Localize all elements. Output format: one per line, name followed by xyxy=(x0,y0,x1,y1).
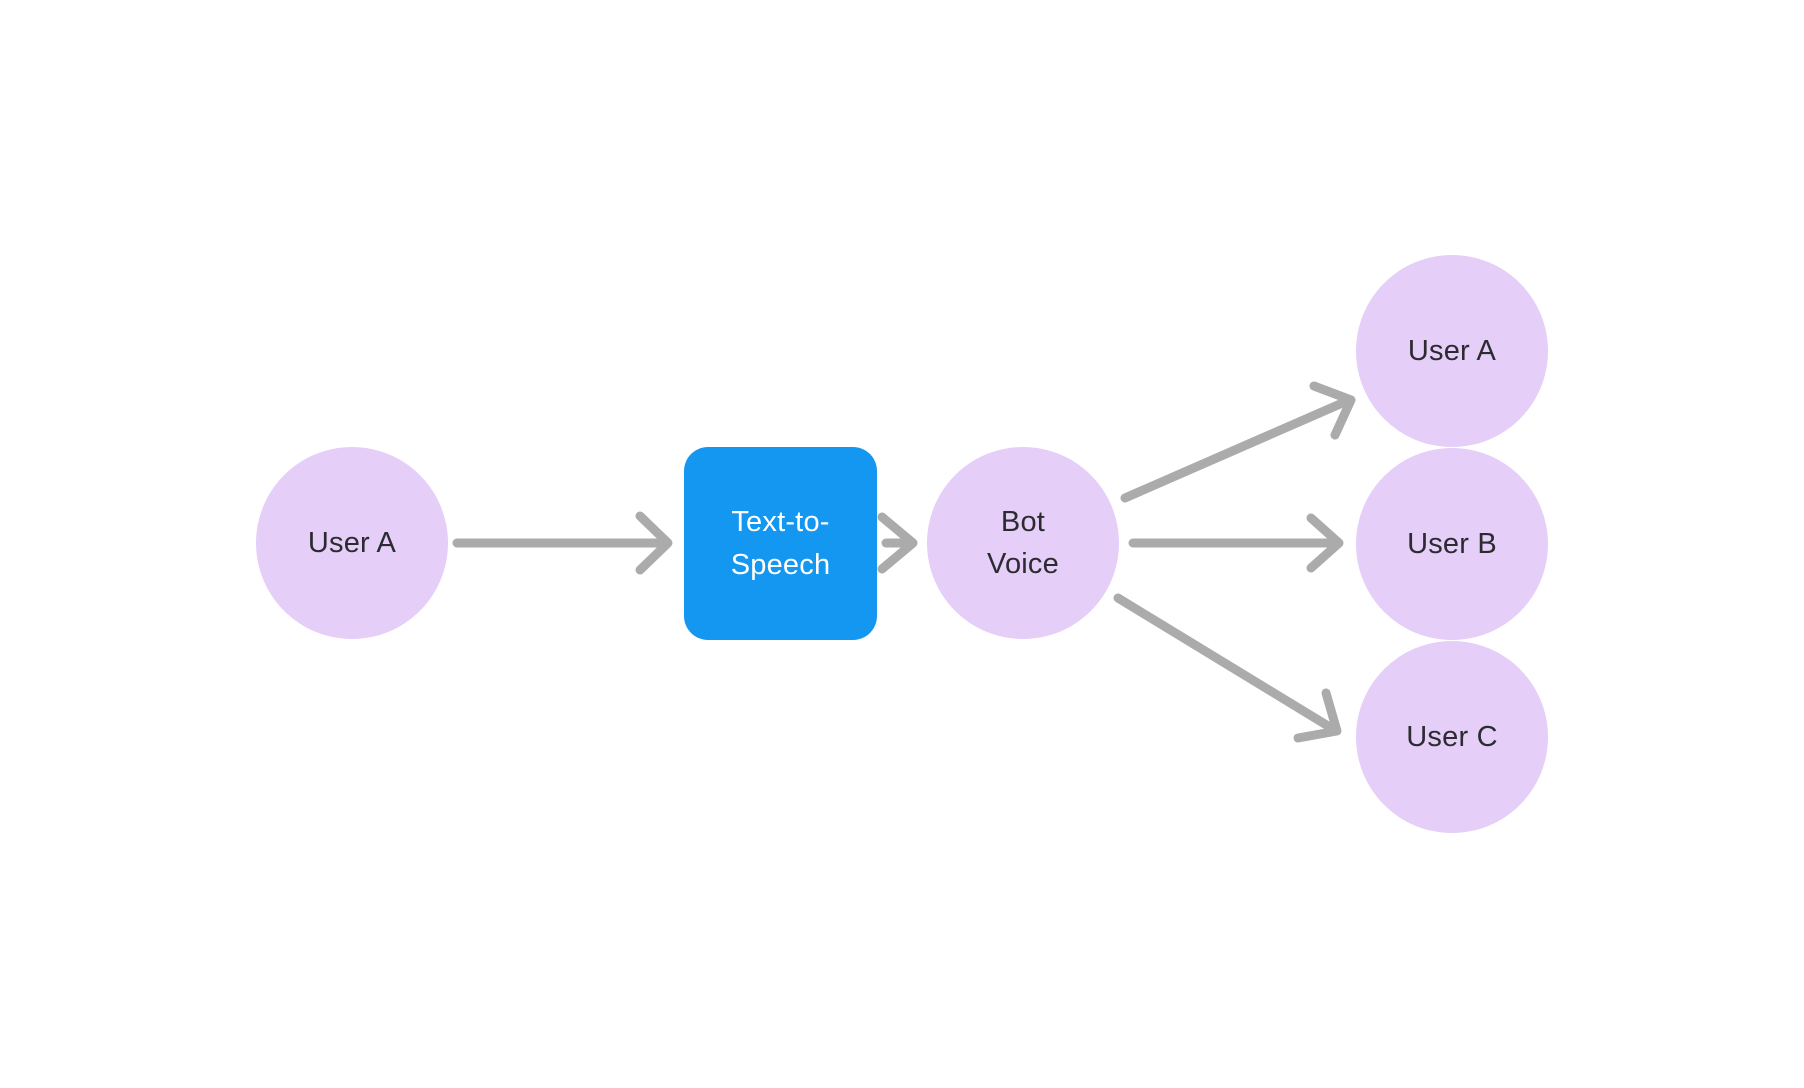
node-target-user-b: User B xyxy=(1356,448,1548,640)
node-text-to-speech-label-line2: Speech xyxy=(730,548,831,581)
node-target-user-b-label: User B xyxy=(1407,527,1497,560)
arrow-tts-to-botvoice xyxy=(877,512,918,574)
node-text-to-speech-label-line1: Text-to- xyxy=(731,506,830,539)
node-target-user-c: User C xyxy=(1356,641,1548,833)
node-text-to-speech: Text-to- Speech xyxy=(684,447,877,640)
arrow-botvoice-to-user-b xyxy=(1128,513,1344,573)
node-target-user-a-label: User A xyxy=(1407,334,1497,367)
node-target-user-c-label: User C xyxy=(1406,720,1498,753)
node-bot-voice: Bot Voice xyxy=(927,447,1119,639)
node-bot-voice-label-line1: Bot xyxy=(1000,505,1046,538)
arrow-botvoice-to-user-a xyxy=(1120,381,1356,503)
node-target-user-a: User A xyxy=(1356,255,1548,447)
node-source-user-a-label: User A xyxy=(307,526,397,559)
node-bot-voice-label-line2: Voice xyxy=(987,548,1059,580)
arrow-botvoice-to-user-c xyxy=(1113,593,1342,743)
node-source-user-a: User A xyxy=(256,447,448,639)
arrow-source-to-tts xyxy=(452,511,673,575)
